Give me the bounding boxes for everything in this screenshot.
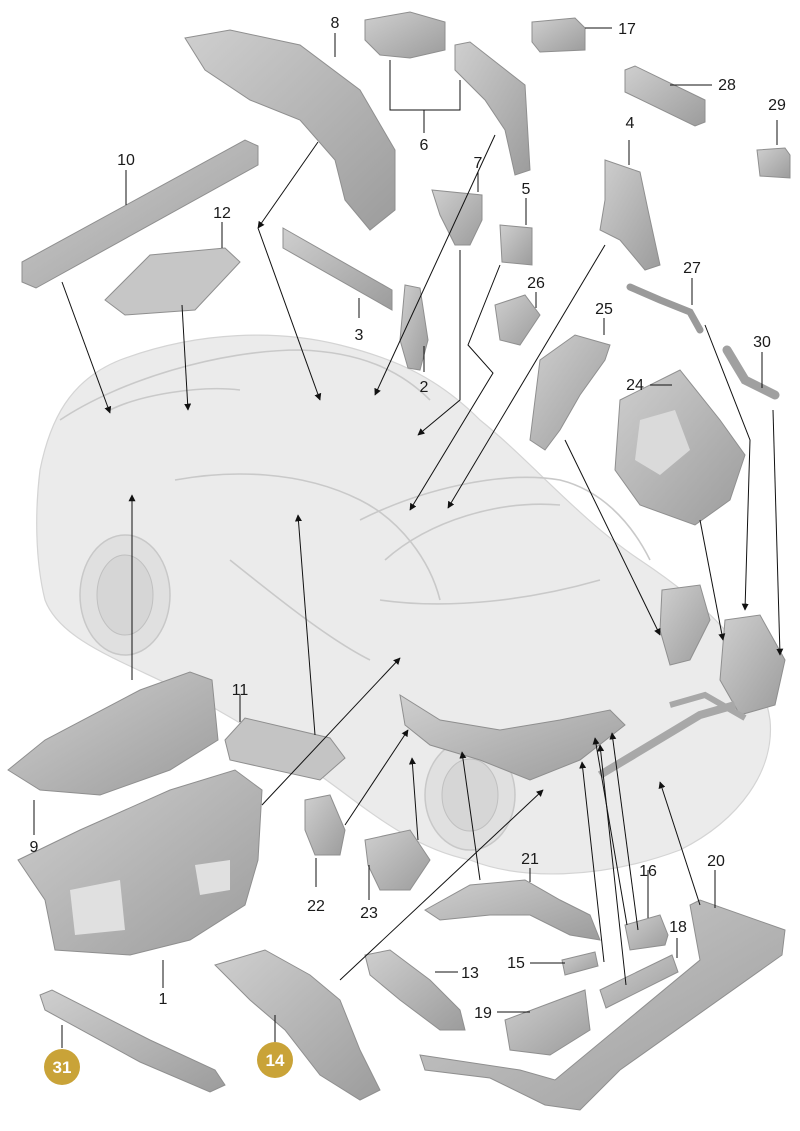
badge-14: 14 <box>257 1042 293 1078</box>
part-3 <box>282 227 393 311</box>
part-15 <box>561 951 599 976</box>
part-22 <box>304 794 346 856</box>
part-front-right-b <box>719 614 786 716</box>
part-4 <box>599 159 661 271</box>
label-17: 17 <box>618 21 636 38</box>
label-22: 22 <box>307 898 325 915</box>
part-front-cross-b <box>669 691 747 721</box>
label-30: 30 <box>753 334 771 351</box>
label-16: 16 <box>639 863 657 880</box>
callout-labels: 8 6 17 28 29 10 12 7 5 4 3 2 26 27 25 30… <box>30 15 786 1022</box>
part-21 <box>424 879 601 941</box>
part-8-wheel-housing <box>184 29 396 231</box>
part-11 <box>224 717 346 781</box>
part-26 <box>494 294 541 346</box>
label-20: 20 <box>707 853 725 870</box>
part-13 <box>364 949 466 1031</box>
label-23: 23 <box>360 905 378 922</box>
part-12 <box>104 247 241 316</box>
badge-31-text: 31 <box>53 1058 72 1077</box>
label-5: 5 <box>522 181 531 198</box>
part-10 <box>21 139 259 289</box>
label-1: 1 <box>159 991 168 1008</box>
part-19 <box>504 989 591 1056</box>
label-28: 28 <box>718 77 736 94</box>
part-30 <box>722 345 780 400</box>
parts <box>7 11 791 1111</box>
part-31 <box>39 989 226 1093</box>
part-25 <box>529 334 611 451</box>
label-26: 26 <box>527 275 545 292</box>
part-front-rail <box>399 693 626 781</box>
part-18 <box>599 954 679 1009</box>
label-15: 15 <box>507 955 525 972</box>
part-20 <box>419 899 786 1111</box>
label-7: 7 <box>474 155 483 172</box>
label-6: 6 <box>420 137 429 154</box>
badge-31: 31 <box>44 1049 80 1085</box>
part-5 <box>499 224 533 266</box>
label-3: 3 <box>355 327 364 344</box>
label-19: 19 <box>474 1005 492 1022</box>
label-29: 29 <box>768 97 786 114</box>
badge-14-text: 14 <box>266 1051 285 1070</box>
label-27: 27 <box>683 260 701 277</box>
label-25: 25 <box>595 301 613 318</box>
label-2: 2 <box>420 379 429 396</box>
label-12: 12 <box>213 205 231 222</box>
part-23 <box>364 829 431 891</box>
part-6a <box>364 11 446 59</box>
leader-lines <box>33 27 784 1048</box>
part-27 <box>626 283 704 334</box>
label-4: 4 <box>626 115 635 132</box>
part-16 <box>624 914 669 951</box>
label-10: 10 <box>117 152 135 169</box>
label-8: 8 <box>331 15 340 32</box>
part-6b <box>454 41 531 176</box>
label-13: 13 <box>461 965 479 982</box>
label-9: 9 <box>30 839 39 856</box>
label-18: 18 <box>669 919 687 936</box>
part-9 <box>7 671 219 796</box>
label-11: 11 <box>232 682 249 699</box>
label-24: 24 <box>626 377 644 394</box>
part-14 <box>214 949 381 1101</box>
part-28 <box>624 65 706 127</box>
label-21: 21 <box>521 851 539 868</box>
part-17 <box>531 17 586 53</box>
part-29 <box>756 147 791 179</box>
